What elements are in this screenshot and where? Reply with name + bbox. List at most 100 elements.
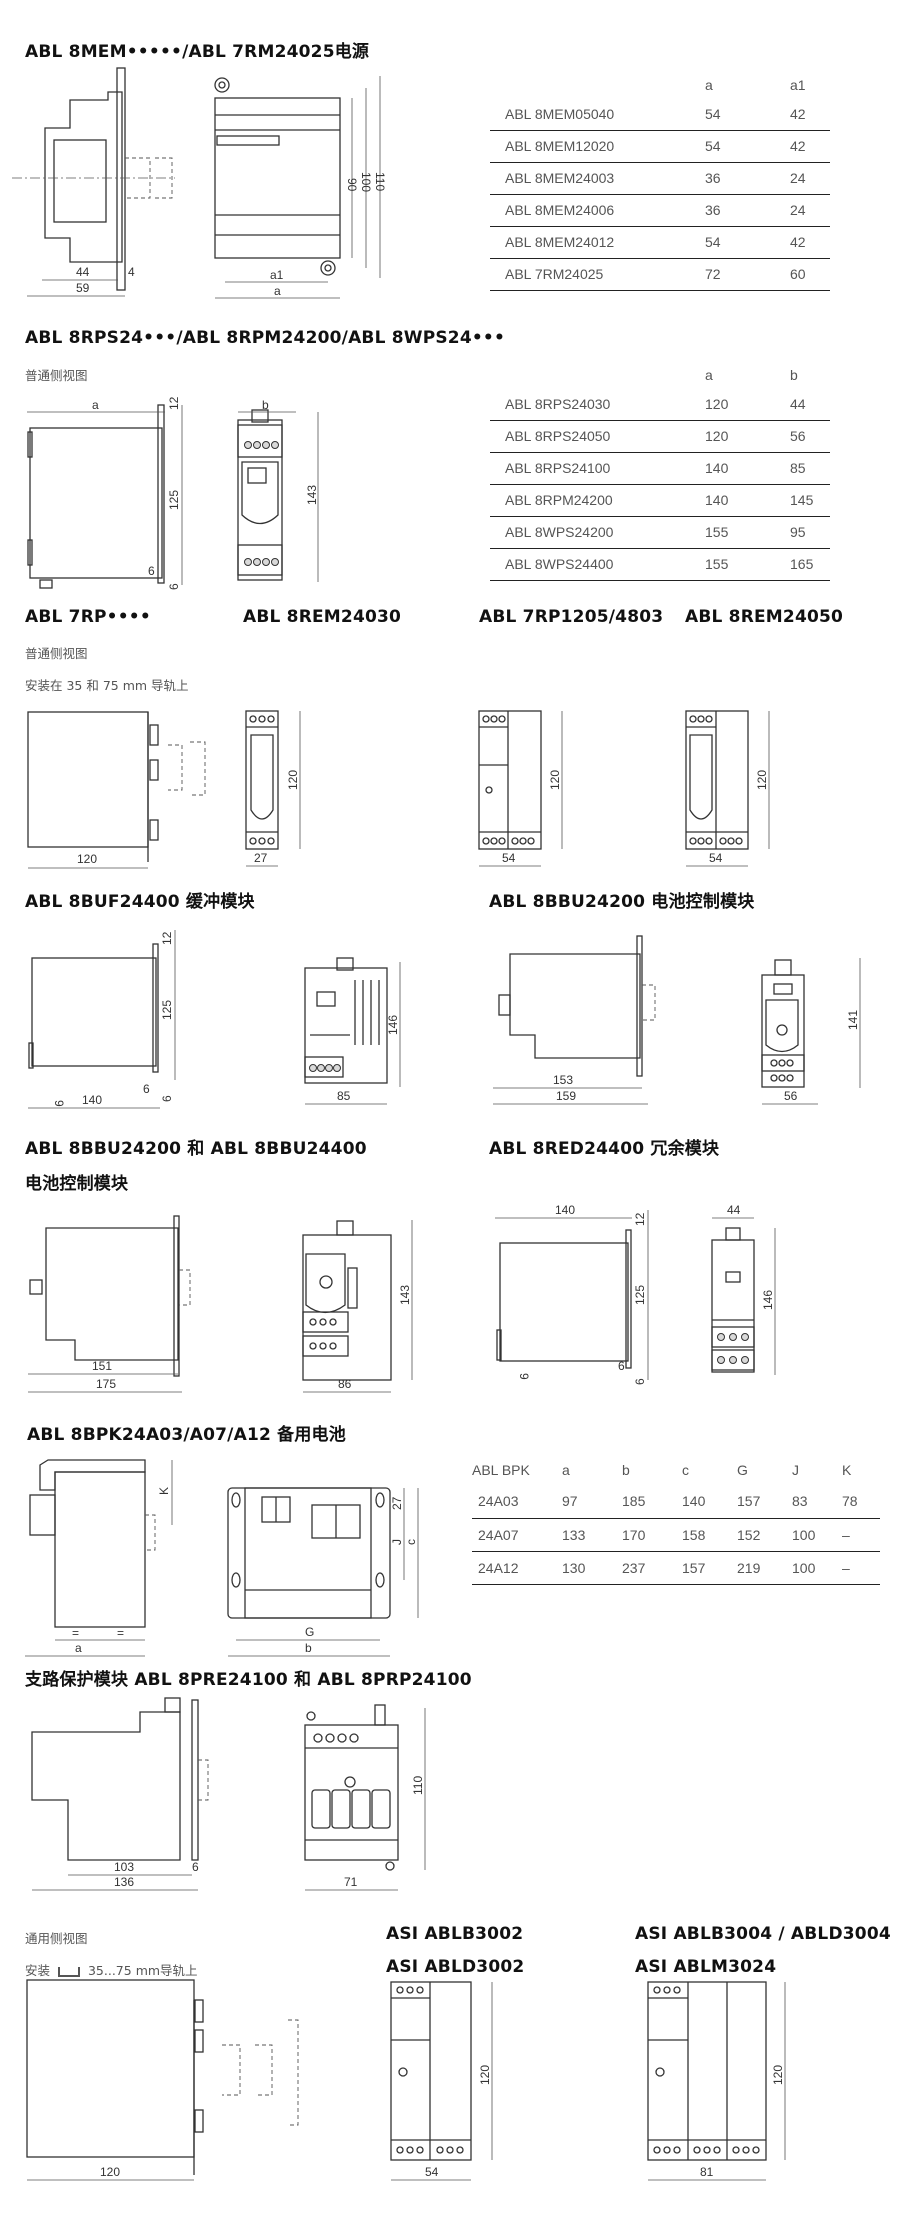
col-header: a: [705, 367, 713, 383]
col-header: G: [737, 1462, 748, 1478]
svg-text:54: 54: [502, 851, 516, 865]
subtitle-general-side-view: 通用侧视图: [25, 1931, 88, 1946]
drawing-8bbu24200-side-view: 153 159: [493, 935, 656, 1105]
section-title-rps: ABL 8RPS24•••/ABL 8RPM24200/ABL 8WPS24••…: [25, 328, 506, 348]
svg-text:4: 4: [128, 265, 135, 279]
subtitle-side-view: 普通侧视图: [25, 646, 88, 661]
svg-text:141: 141: [846, 1010, 860, 1030]
drawing-ablb3002-front-view: 120 54: [390, 1981, 493, 2181]
svg-text:85: 85: [337, 1089, 351, 1103]
svg-text:125: 125: [633, 1285, 647, 1305]
title-8bbu-pair: ABL 8BBU24200 和 ABL 8BBU24400: [25, 1139, 367, 1159]
drawing-8red-side-view: 140 12 125 9 6 6: [495, 1203, 649, 1385]
svg-text:54: 54: [425, 2165, 439, 2179]
svg-text:90: 90: [345, 178, 359, 192]
title-ablb3002: ASI ABLB3002: [386, 1924, 524, 1944]
drawing-8red-front-view: 44 146: [711, 1203, 776, 1375]
svg-text:27: 27: [390, 1496, 404, 1510]
col-header: K: [842, 1462, 852, 1478]
svg-text:44: 44: [727, 1203, 741, 1217]
svg-text:a: a: [92, 398, 99, 412]
svg-text:143: 143: [398, 1285, 412, 1305]
mount-label: 安装: [25, 1963, 51, 1978]
title-8bbu-pair-line2: 电池控制模块: [25, 1174, 129, 1194]
svg-text:27: 27: [254, 851, 268, 865]
svg-text:6: 6: [148, 564, 155, 578]
svg-text:120: 120: [755, 770, 769, 790]
drawing-8bbu24200-front-view: 141 56: [761, 958, 861, 1105]
svg-text:9: 9: [517, 1373, 531, 1380]
svg-text:6: 6: [143, 1082, 150, 1096]
mount-range: 35...75 mm导轨上: [87, 1963, 198, 1978]
svg-text:c: c: [404, 1539, 418, 1545]
title-8rem24050: ABL 8REM24050: [685, 607, 844, 627]
title-8pre: 支路保护模块 ABL 8PRE24100 和 ABL 8PRP24100: [25, 1670, 472, 1690]
col-header: a1: [790, 77, 806, 93]
drawing-asi-side-view: 120: [26, 1979, 299, 2181]
svg-text:120: 120: [77, 852, 97, 866]
svg-text:a1: a1: [270, 268, 284, 282]
title-7rp: ABL 7RP••••: [25, 607, 151, 627]
svg-text:9: 9: [52, 1100, 66, 1107]
svg-text:b: b: [305, 1641, 312, 1655]
svg-text:120: 120: [548, 770, 562, 790]
svg-text:6: 6: [618, 1359, 625, 1373]
subtitle-side-view: 普通侧视图: [25, 368, 88, 383]
svg-text:6: 6: [633, 1378, 647, 1385]
svg-text:100: 100: [359, 172, 373, 192]
svg-text:a: a: [75, 1641, 82, 1655]
svg-text:=: =: [117, 1626, 124, 1640]
svg-text:125: 125: [160, 1000, 174, 1020]
col-header: ABL BPK: [472, 1462, 530, 1478]
drawing-ablb3004-front-view: 120 81: [647, 1981, 786, 2181]
din-rail-icon: [58, 1966, 80, 1977]
drawing-8bbu-pair-side-view: 151 175: [28, 1215, 191, 1393]
drawing-8bpk-side-view: K == a: [25, 1459, 173, 1657]
title-8red24400: ABL 8RED24400 冗余模块: [489, 1139, 720, 1159]
svg-text:120: 120: [286, 770, 300, 790]
drawing-7rp1205-front-view: 120 54: [478, 710, 563, 867]
col-header: b: [622, 1462, 630, 1478]
drawing-rps-side-view: a 12 125 6 6: [27, 396, 183, 590]
title-7rp1205: ABL 7RP1205/4803: [479, 607, 664, 627]
col-header: a: [562, 1462, 570, 1478]
col-header: c: [682, 1462, 689, 1478]
svg-text:6: 6: [192, 1860, 199, 1874]
svg-text:146: 146: [386, 1015, 400, 1035]
svg-text:6: 6: [160, 1095, 174, 1102]
svg-text:a: a: [274, 284, 281, 298]
drawing-8buf-front-view: 146 85: [304, 957, 401, 1105]
subtitle-mounting-rail: 安装 35...75 mm导轨上: [25, 1960, 198, 1979]
svg-text:71: 71: [344, 1875, 358, 1889]
col-header: a: [705, 77, 713, 93]
svg-text:44: 44: [76, 265, 90, 279]
svg-text:K: K: [157, 1487, 171, 1495]
svg-text:125: 125: [167, 490, 181, 510]
svg-text:153: 153: [553, 1073, 573, 1087]
col-header: J: [792, 1462, 799, 1478]
svg-text:b: b: [262, 398, 269, 412]
svg-text:103: 103: [114, 1860, 134, 1874]
drawing-8bpk-front-view: 27 J c G b: [227, 1487, 419, 1657]
drawing-8rem24030-front-view: 120 27: [245, 710, 301, 867]
svg-text:159: 159: [556, 1089, 576, 1103]
drawing-8bbu-pair-front-view: 143 86: [302, 1220, 413, 1393]
drawing-8pre-side-view: 103 6 136: [31, 1697, 209, 1891]
svg-text:120: 120: [771, 2065, 785, 2085]
